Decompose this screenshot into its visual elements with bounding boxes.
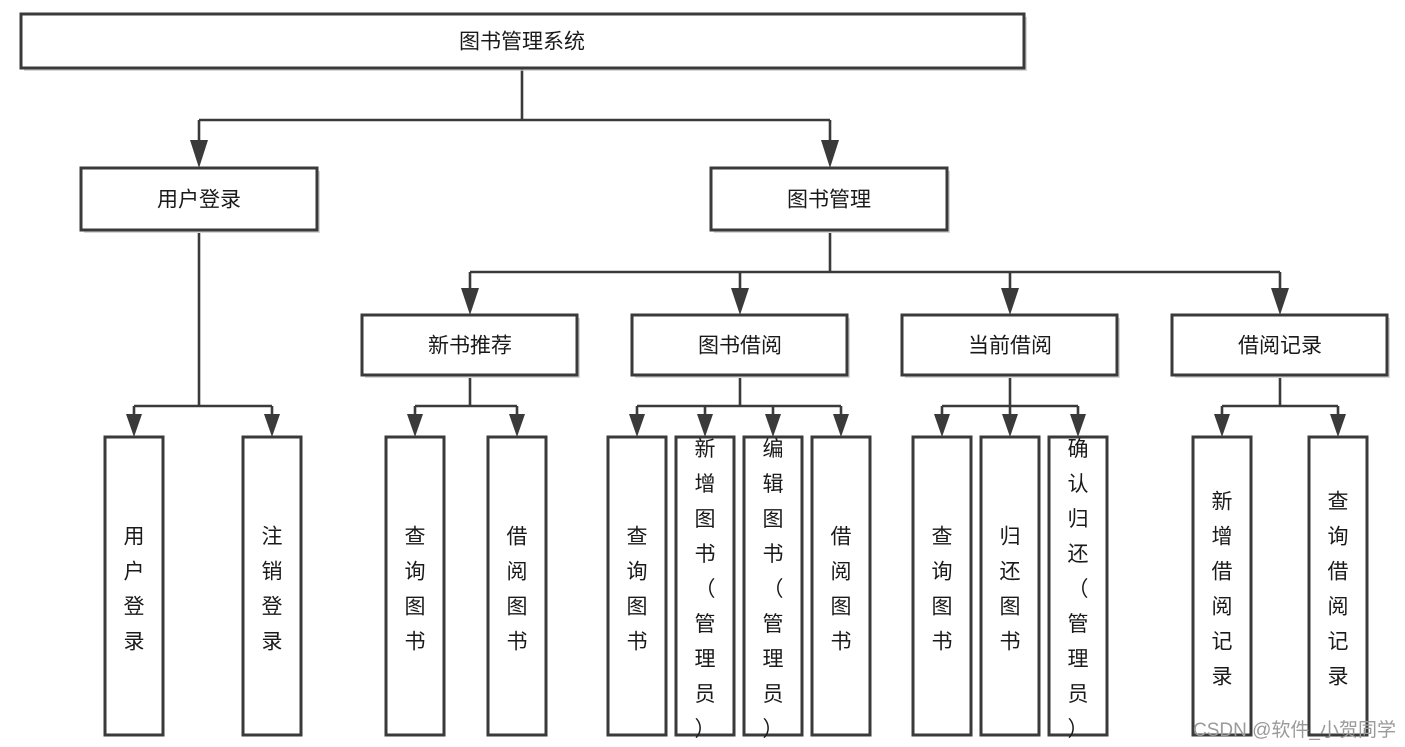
- leaf-box[interactable]: [674, 435, 736, 737]
- arrow-head-icon: [407, 414, 423, 437]
- leaf-currentborrow-return-book[interactable]: 归还图书: [979, 435, 1041, 737]
- arrow-head-icon: [264, 414, 280, 437]
- node-borrow-record-label: 借阅记录: [1238, 335, 1322, 358]
- leaf-label-vertical: 新增借阅记录: [1212, 490, 1233, 688]
- node-new-book-recommend-box[interactable]: [360, 313, 579, 377]
- arrow-head-icon: [765, 414, 781, 437]
- node-current-borrow-label: 当前借阅: [968, 335, 1052, 358]
- node-new-book-recommend-label: 新书推荐: [428, 335, 512, 358]
- leaf-label-vertical: 用户登录: [124, 525, 145, 653]
- leaf-bookborrow-borrow-book[interactable]: 借阅图书: [810, 435, 872, 737]
- node-borrow-record-box[interactable]: [1170, 313, 1389, 377]
- arrow-head-icon: [1214, 414, 1230, 437]
- leaf-box[interactable]: [486, 435, 548, 737]
- leaf-label-vertical: 查询图书: [405, 525, 426, 653]
- node-book-borrow-box[interactable]: [630, 313, 849, 377]
- watermark-label: CSDN @软件_小贺同学: [1193, 719, 1396, 741]
- arrow-head-icon: [461, 288, 479, 315]
- arrow-head-icon: [697, 414, 713, 437]
- leaf-currentborrow-query-book[interactable]: 查询图书: [911, 435, 973, 737]
- leaf-bookborrow-add-book-admin[interactable]: 新增图书（管理员）: [674, 435, 736, 741]
- leaf-label-vertical: 借阅图书: [507, 525, 528, 653]
- arrow-head-icon: [821, 140, 839, 168]
- node-book-borrow[interactable]: 图书借阅: [630, 313, 850, 378]
- leaf-currentborrow-confirm-return-admin[interactable]: 确认归还（管理员）: [1047, 435, 1109, 741]
- leaf-borrowrecord-add-record[interactable]: 新增借阅记录: [1191, 435, 1253, 737]
- connector-userlogin-to-leaves: [126, 233, 280, 437]
- node-new-book-recommend[interactable]: 新书推荐: [360, 313, 580, 378]
- leaf-user-login-login[interactable]: 用户登录: [103, 435, 165, 737]
- leaf-box[interactable]: [606, 435, 668, 737]
- connector-layer: [126, 68, 1346, 437]
- leaf-label-vertical: 查询借阅记录: [1328, 490, 1349, 688]
- leaf-label-vertical: 归还图书: [1000, 525, 1021, 653]
- leaf-newbook-borrow-book[interactable]: 借阅图书: [486, 435, 548, 737]
- leaf-box[interactable]: [810, 435, 872, 737]
- leaf-box[interactable]: [103, 435, 165, 737]
- connector-currentborrow-to-leaves: [934, 378, 1086, 437]
- arrow-head-icon: [1271, 288, 1289, 315]
- arrow-head-icon: [629, 414, 645, 437]
- node-root-system[interactable]: 图书管理系统: [19, 12, 1027, 71]
- connector-borrowrecord-to-leaves: [1214, 378, 1346, 437]
- leaf-box[interactable]: [1307, 435, 1369, 737]
- leaf-bookborrow-query-book[interactable]: 查询图书: [606, 435, 668, 737]
- node-current-borrow-box[interactable]: [900, 313, 1119, 377]
- connector-root-to-level1: [190, 68, 839, 168]
- arrow-head-icon: [509, 414, 525, 437]
- leaf-box[interactable]: [979, 435, 1041, 737]
- arrow-head-icon: [190, 140, 208, 168]
- node-book-management-box[interactable]: [709, 166, 949, 232]
- node-book-management[interactable]: 图书管理: [709, 166, 950, 233]
- leaf-label-vertical: 确认归还（管理员）: [1068, 438, 1089, 741]
- arrow-head-icon: [1070, 414, 1086, 437]
- node-user-login[interactable]: 用户登录: [79, 166, 320, 233]
- leaf-box[interactable]: [911, 435, 973, 737]
- arrow-head-icon: [1001, 288, 1019, 315]
- connector-newbook-to-leaves: [407, 378, 525, 437]
- leaf-bookborrow-edit-book-admin[interactable]: 编辑图书（管理员）: [742, 435, 804, 741]
- leaf-box[interactable]: [742, 435, 804, 737]
- leaf-box[interactable]: [1047, 435, 1109, 737]
- arrow-head-icon: [833, 414, 849, 437]
- leaf-box[interactable]: [1191, 435, 1253, 737]
- arrow-head-icon: [1002, 414, 1018, 437]
- node-book-management-label: 图书管理: [787, 189, 871, 212]
- node-user-login-label: 用户登录: [157, 189, 241, 212]
- node-user-login-box[interactable]: [79, 166, 319, 232]
- arrow-head-icon: [731, 288, 749, 315]
- leaf-box[interactable]: [241, 435, 303, 737]
- node-root-box[interactable]: [19, 12, 1026, 70]
- leaf-label-vertical: 编辑图书（管理员）: [763, 438, 784, 741]
- leaf-borrowrecord-query-record[interactable]: 查询借阅记录: [1307, 435, 1369, 737]
- node-borrow-record[interactable]: 借阅记录: [1170, 313, 1390, 378]
- leaf-label-vertical: 查询图书: [627, 525, 648, 653]
- connector-bookborrow-to-leaves: [629, 378, 849, 437]
- leaf-label-vertical: 新增图书（管理员）: [695, 438, 716, 741]
- node-root-label: 图书管理系统: [459, 31, 585, 54]
- leaf-label-vertical: 查询图书: [932, 525, 953, 653]
- arrow-head-icon: [934, 414, 950, 437]
- connector-bookmgmt-to-level2: [461, 233, 1289, 315]
- leaf-box[interactable]: [384, 435, 446, 737]
- node-current-borrow[interactable]: 当前借阅: [900, 313, 1120, 378]
- node-book-borrow-label: 图书借阅: [698, 335, 782, 358]
- leaf-label-vertical: 借阅图书: [831, 525, 852, 653]
- leaf-label-vertical: 注销登录: [262, 525, 283, 653]
- leaf-user-login-logout[interactable]: 注销登录: [241, 435, 303, 737]
- arrow-head-icon: [126, 414, 142, 437]
- arrow-head-icon: [1330, 414, 1346, 437]
- leaf-newbook-query-book[interactable]: 查询图书: [384, 435, 446, 737]
